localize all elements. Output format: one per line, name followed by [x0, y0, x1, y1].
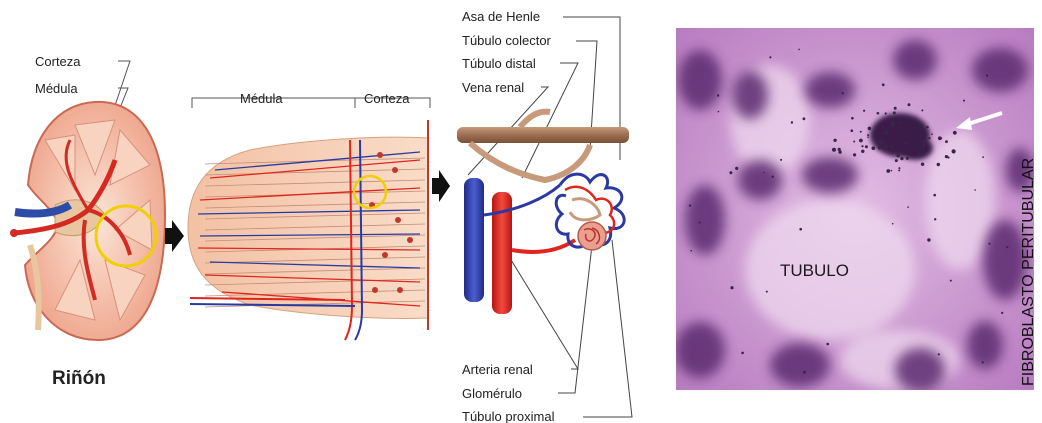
label-vena-renal: Vena renal — [462, 80, 524, 95]
glomerulus — [578, 222, 606, 250]
nephron-illustration: Asa de Henle Túbulo colector Túbulo dist… — [457, 9, 632, 423]
label-arteria-renal: Arteria renal — [462, 362, 533, 377]
label-tubulo-colector: Túbulo colector — [462, 33, 552, 48]
arrow-right-icon — [165, 220, 184, 252]
kidney-label-medula: Médula — [35, 81, 78, 96]
histology-micrograph: TUBULO FIBROBLASTO PERITUBULAR — [675, 28, 1037, 392]
collecting-tubule — [457, 127, 629, 143]
micro-label-fibroblasto: FIBROBLASTO PERITUBULAR — [1020, 158, 1037, 386]
label-asa-henle: Asa de Henle — [462, 9, 540, 24]
label-tubulo-distal: Túbulo distal — [462, 56, 536, 71]
kidney-illustration: Corteza Médula Riñón — [10, 54, 165, 389]
label-glomerulo: Glomérulo — [462, 386, 522, 401]
label-tubulo-proximal: Túbulo proximal — [462, 409, 555, 423]
renal-vein — [464, 178, 484, 302]
kidney-label-corteza: Corteza — [35, 54, 81, 69]
arrow-right-icon — [432, 170, 450, 202]
micro-label-tubulo: TUBULO — [780, 261, 849, 280]
kidney-title: Riñón — [52, 368, 106, 389]
kidney-section-illustration: Médula Corteza — [188, 91, 430, 340]
section-label-corteza: Corteza — [364, 91, 410, 106]
section-label-medula: Médula — [240, 91, 283, 106]
